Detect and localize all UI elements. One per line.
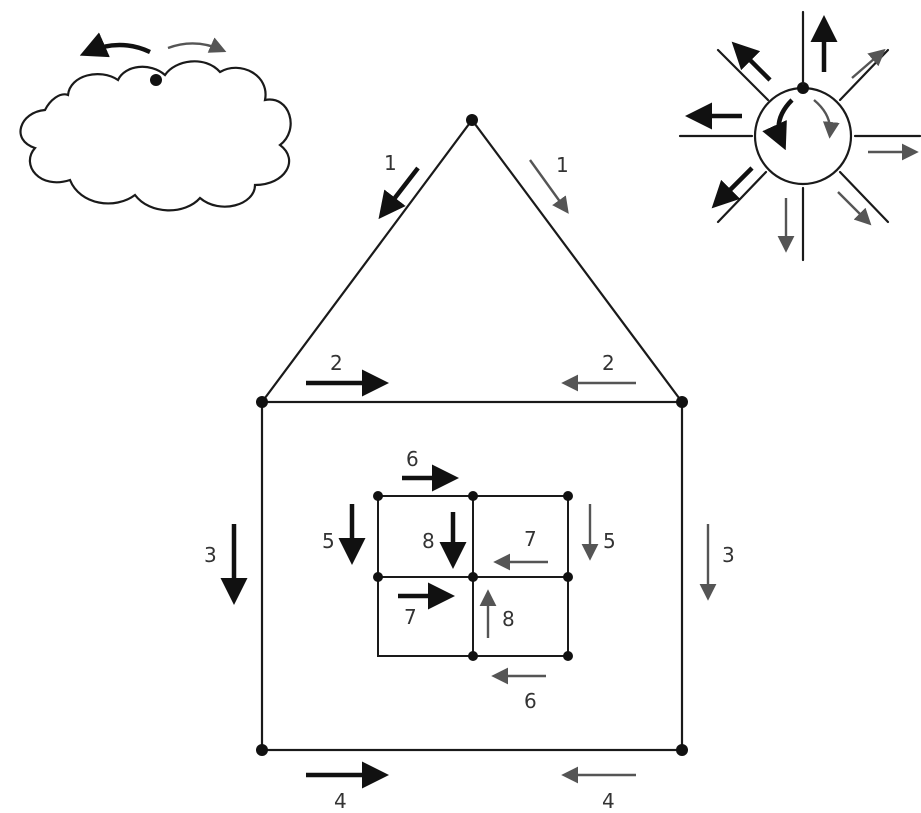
sun-arrow (718, 168, 752, 202)
window-mid-left-label: 7 (404, 605, 417, 629)
sun-arrow (852, 52, 882, 78)
window-dot (468, 651, 478, 661)
cloud-arrow-left (88, 45, 150, 52)
window-bottom-label: 6 (524, 689, 537, 713)
window-center-top-label: 8 (422, 529, 435, 553)
window-dot (563, 491, 573, 501)
corner-dot (256, 396, 268, 408)
window-dot (563, 651, 573, 661)
window-dot (373, 491, 383, 501)
sun-circle (755, 88, 851, 184)
corner-dot (256, 744, 268, 756)
corner-dot (676, 744, 688, 756)
window-dot (373, 572, 383, 582)
sun-ray (840, 50, 888, 100)
window-dot (563, 572, 573, 582)
wall-left-label: 3 (204, 543, 217, 567)
eave-right-label: 2 (602, 351, 615, 375)
window-right-label: 5 (603, 529, 616, 553)
roof-apex-dot (466, 114, 478, 126)
roof-left-label: 1 (384, 151, 397, 175)
sun-ray (718, 50, 768, 100)
roof-left-edge (262, 120, 472, 402)
floor-right-label: 4 (602, 789, 615, 813)
roof-right-label: 1 (556, 153, 569, 177)
sun-ray (840, 172, 888, 222)
eave-left-label: 2 (330, 351, 343, 375)
cloud-arrow-right (168, 43, 222, 50)
window-left-label: 5 (322, 529, 335, 553)
window-center-bottom-label: 8 (502, 607, 515, 631)
window-dot (468, 491, 478, 501)
window-top-label: 6 (406, 447, 419, 471)
sun-arrow-inner (814, 100, 830, 134)
window-mid-right-label: 7 (524, 527, 537, 551)
cloud (21, 43, 291, 210)
corner-dot (676, 396, 688, 408)
roof-right-edge (472, 120, 682, 402)
sun (680, 12, 920, 260)
cloud-start-dot (150, 74, 162, 86)
window-dot (468, 572, 478, 582)
wall-right-label: 3 (722, 543, 735, 567)
sun-arrow-inner (779, 100, 792, 142)
window: 6 5 5 8 7 7 8 6 (322, 447, 616, 713)
floor-left-label: 4 (334, 789, 347, 813)
house-body: 2 2 3 3 4 4 (204, 351, 735, 813)
house-roof: 1 1 (262, 114, 682, 402)
